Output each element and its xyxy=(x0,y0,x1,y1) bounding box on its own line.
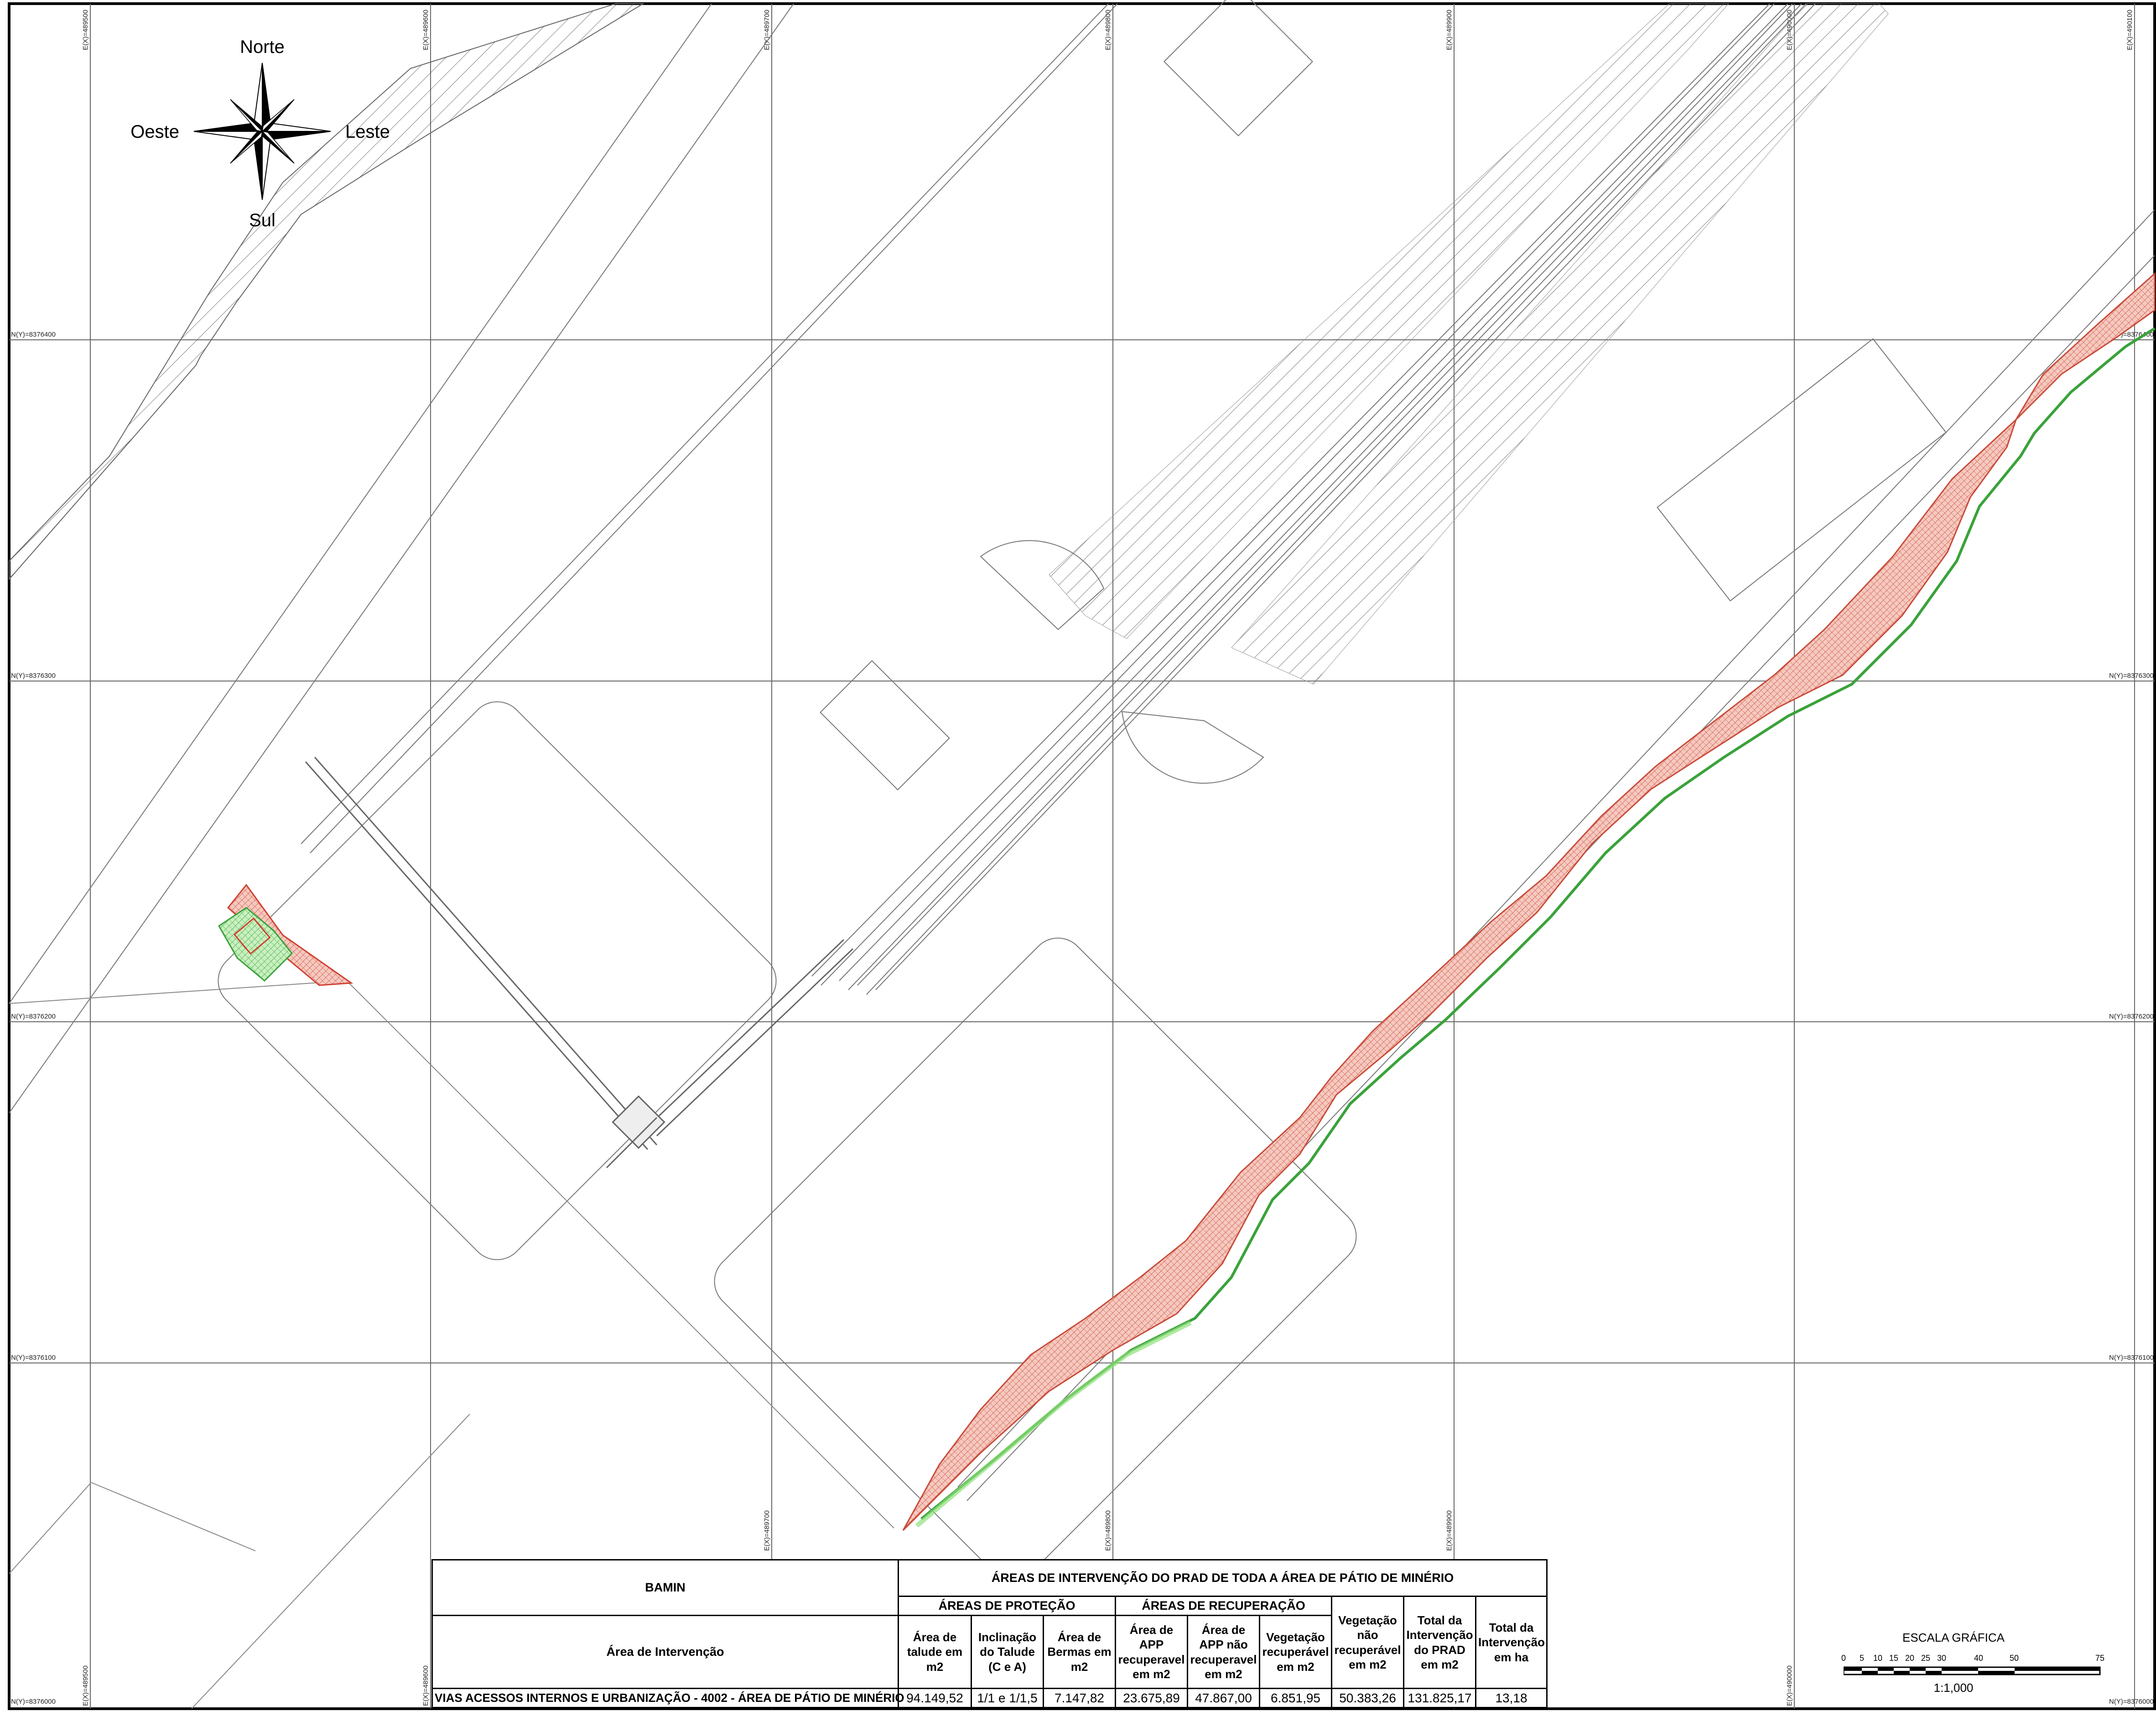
small-intervention-area xyxy=(218,884,353,986)
embankment-top-left xyxy=(9,3,645,581)
row-name: VIAS ACESSOS INTERNOS E URBANIZAÇÃO - 40… xyxy=(431,1688,904,1708)
table-cell: 13,18 xyxy=(1475,1688,1548,1708)
scale-tick: 5 xyxy=(1859,1654,1865,1663)
northing-label: N(Y)=8376000 xyxy=(11,1698,56,1706)
compass-east: Leste xyxy=(345,122,390,142)
intervention-band xyxy=(902,272,2156,1531)
easting-label: E(X)=489700 xyxy=(763,10,771,50)
northing-label: N(Y)=8376200 xyxy=(11,1013,56,1020)
northing-labels-left: N(Y)=8376400 N(Y)=8376300 N(Y)=8376200 N… xyxy=(11,331,56,1706)
table-cell: 47.867,00 xyxy=(1187,1688,1260,1708)
column-header: Total da Intervenção do PRAD em m2 xyxy=(1403,1596,1476,1689)
compass-west: Oeste xyxy=(130,122,179,142)
table-cell: 131.825,17 xyxy=(1403,1688,1476,1708)
table-cell: 7.147,82 xyxy=(1043,1688,1116,1708)
scale-tick: 15 xyxy=(1889,1654,1899,1663)
easting-label: E(X)=490000 xyxy=(1786,1665,1793,1706)
easting-label: E(X)=489900 xyxy=(1445,10,1453,50)
northing-label: N(Y)=8376400 xyxy=(11,331,56,338)
easting-label: E(X)=489800 xyxy=(1104,10,1112,50)
group-protection: ÁREAS DE PROTEÇÃO xyxy=(898,1596,1116,1616)
easting-label: E(X)=489800 xyxy=(1104,1510,1112,1551)
scale-tick: 10 xyxy=(1873,1654,1883,1663)
column-header: Total da Intervenção em ha xyxy=(1475,1596,1548,1689)
northing-label: N(Y)=8376000 xyxy=(2109,1698,2154,1706)
table-cell: 6.851,95 xyxy=(1259,1688,1332,1708)
conveyor-branch xyxy=(305,757,854,1169)
scale-tick: 40 xyxy=(1974,1654,1984,1663)
table-owner: BAMIN xyxy=(431,1559,899,1616)
scale-tick: 75 xyxy=(2095,1654,2105,1663)
row-header: Área de Intervenção xyxy=(431,1615,899,1689)
easting-labels-bottom: E(X)=489500 E(X)=489600 E(X)=489700 E(X)… xyxy=(82,1510,1793,1706)
northing-labels-right: N(Y)=8376400 N(Y)=8376300 N(Y)=8376200 N… xyxy=(2109,331,2154,1706)
compass-south: Sul xyxy=(249,210,275,230)
column-header: Área de APP recuperavel em m2 xyxy=(1115,1615,1188,1689)
table-cell: 23.675,89 xyxy=(1115,1688,1188,1708)
table-main-title: ÁREAS DE INTERVENÇÃO DO PRAD DE TODA A Á… xyxy=(897,1559,1548,1597)
compass-north: Norte xyxy=(240,37,285,57)
sheet-frame xyxy=(8,2,2156,1710)
scale-title: ESCALA GRÁFICA xyxy=(1902,1631,2005,1644)
column-header: Área de talude em m2 xyxy=(898,1615,972,1689)
scale-tick: 30 xyxy=(1937,1654,1947,1663)
column-header: Inclinação do Talude (C e A) xyxy=(971,1615,1044,1689)
group-recovery: ÁREAS DE RECUPERAÇÃO xyxy=(1115,1596,1332,1616)
scale-tick: 20 xyxy=(1905,1654,1915,1663)
table-cell: 94.149,52 xyxy=(898,1688,972,1708)
northing-label: N(Y)=8376300 xyxy=(11,672,56,680)
table-cell: 1/1 e 1/1,5 xyxy=(971,1688,1044,1708)
scale-tick: 0 xyxy=(1841,1654,1846,1663)
easting-label: E(X)=489700 xyxy=(763,1510,771,1551)
column-header: Área de APP não recuperavel em m2 xyxy=(1187,1615,1260,1689)
railway-corridor xyxy=(9,3,2155,1501)
table-cell: 50.383,26 xyxy=(1331,1688,1404,1708)
scale-bar xyxy=(1844,1666,2101,1675)
easting-label: E(X)=489600 xyxy=(422,1665,430,1706)
easting-label: E(X)=489600 xyxy=(422,10,430,50)
northing-label: N(Y)=8376100 xyxy=(2109,1354,2154,1362)
scale-ratio: 1:1,000 xyxy=(1933,1681,1974,1695)
lower-left-lines xyxy=(9,980,894,1709)
stockpile-area xyxy=(980,3,1889,784)
column-header: Área de Bermas em m2 xyxy=(1043,1615,1116,1689)
column-header: Vegetação recuperável em m2 xyxy=(1259,1615,1332,1689)
compass-rose: Norte Sul Leste Oeste xyxy=(130,37,390,230)
scale-tick: 50 xyxy=(2009,1654,2019,1663)
northing-label: N(Y)=8376100 xyxy=(11,1354,56,1362)
scale-tick: 25 xyxy=(1921,1654,1931,1663)
northing-label: N(Y)=8376300 xyxy=(2109,672,2154,680)
easting-label: E(X)=489900 xyxy=(1445,1510,1453,1551)
graphic-scale: ESCALA GRÁFICA 0 5 10 15 20 25 30 40 50 … xyxy=(1841,1631,2106,1695)
easting-label: E(X)=489500 xyxy=(82,1665,89,1706)
easting-label: E(X)=489500 xyxy=(82,10,89,50)
prad-intervention-table: BAMIN ÁREAS DE INTERVENÇÃO DO PRAD DE TO… xyxy=(431,1559,1548,1708)
column-header: Vegetação não recuperável em m2 xyxy=(1331,1596,1404,1689)
easting-label: E(X)=490100 xyxy=(2126,10,2134,50)
northing-label: N(Y)=8376200 xyxy=(2109,1013,2154,1020)
